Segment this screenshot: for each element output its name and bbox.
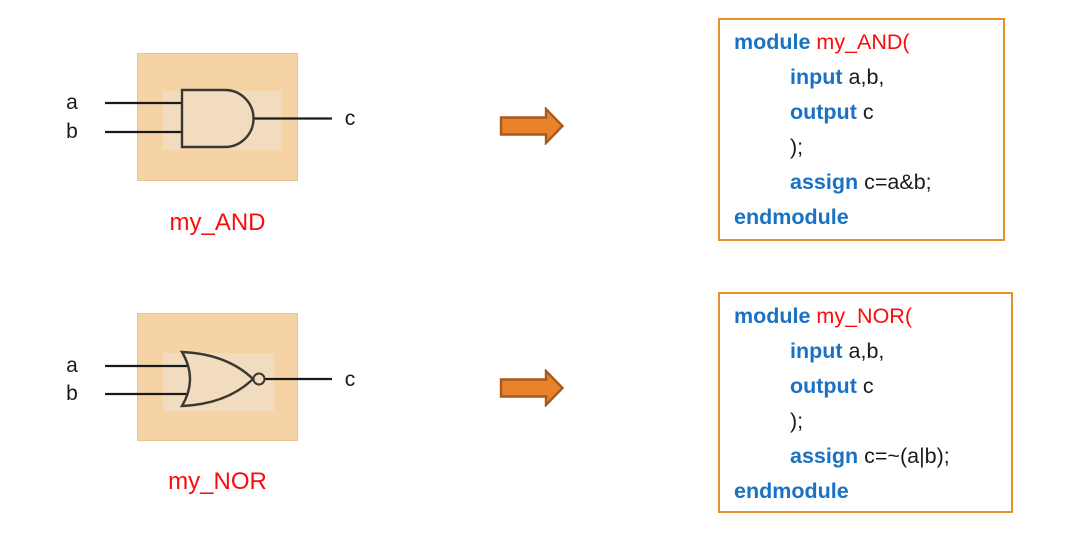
code-line: ); [734,404,1005,439]
code-segment: input [790,339,849,363]
code-segment: assign [790,170,865,194]
code-segment: endmodule [734,479,849,503]
right-arrow-icon-bottom [499,369,565,407]
and-gate-caption: my_AND [169,209,266,236]
code-line: assign c=a&b; [734,165,997,200]
code-line: assign c=~(a|b); [734,439,1005,474]
code-segment: ); [790,409,804,433]
code-segment: a,b, [848,339,885,363]
code-segment: my_NOR( [816,304,912,328]
code-segment: module [734,304,817,328]
code-line: input a,b, [734,60,997,95]
and-output-c-label: c [344,107,356,130]
code-segment: c=~(a|b); [864,444,950,468]
and-input-b-label: b [66,120,78,143]
code-segment: assign [790,444,865,468]
nor-output-c-label: c [344,368,356,391]
code-segment: c [862,374,874,398]
code-segment: my_AND( [816,30,910,54]
code-segment: c [862,100,874,124]
code-line: endmodule [734,474,1005,509]
code-segment: module [734,30,817,54]
nor-gate-caption: my_NOR [168,468,267,495]
code-segment: a,b, [848,65,885,89]
and-gate-shape [180,88,255,149]
nor-gate-icon [105,350,332,408]
code-line: endmodule [734,200,997,235]
code-segment: input [790,65,849,89]
nor-input-b-label: b [66,382,78,405]
code-line: output c [734,95,997,130]
nor-verilog-code-box: module my_NOR(input a,b,output c);assign… [718,292,1013,513]
nor-inversion-bubble [252,372,266,386]
code-line: input a,b, [734,334,1005,369]
code-line: module my_AND( [734,25,997,60]
nor-gate-shape [179,350,255,408]
and-verilog-code-box: module my_AND(input a,b,output c);assign… [718,18,1005,241]
code-segment: output [790,374,863,398]
code-line: ); [734,130,997,165]
code-segment: ); [790,135,804,159]
and-input-a-label: a [66,91,78,114]
code-segment: endmodule [734,205,849,229]
and-gate-icon [105,88,332,149]
code-line: output c [734,369,1005,404]
nor-input-a-label: a [66,354,78,377]
code-segment: output [790,100,863,124]
code-segment: c=a&b; [864,170,932,194]
right-arrow-icon-top [499,107,565,145]
code-line: module my_NOR( [734,299,1005,334]
